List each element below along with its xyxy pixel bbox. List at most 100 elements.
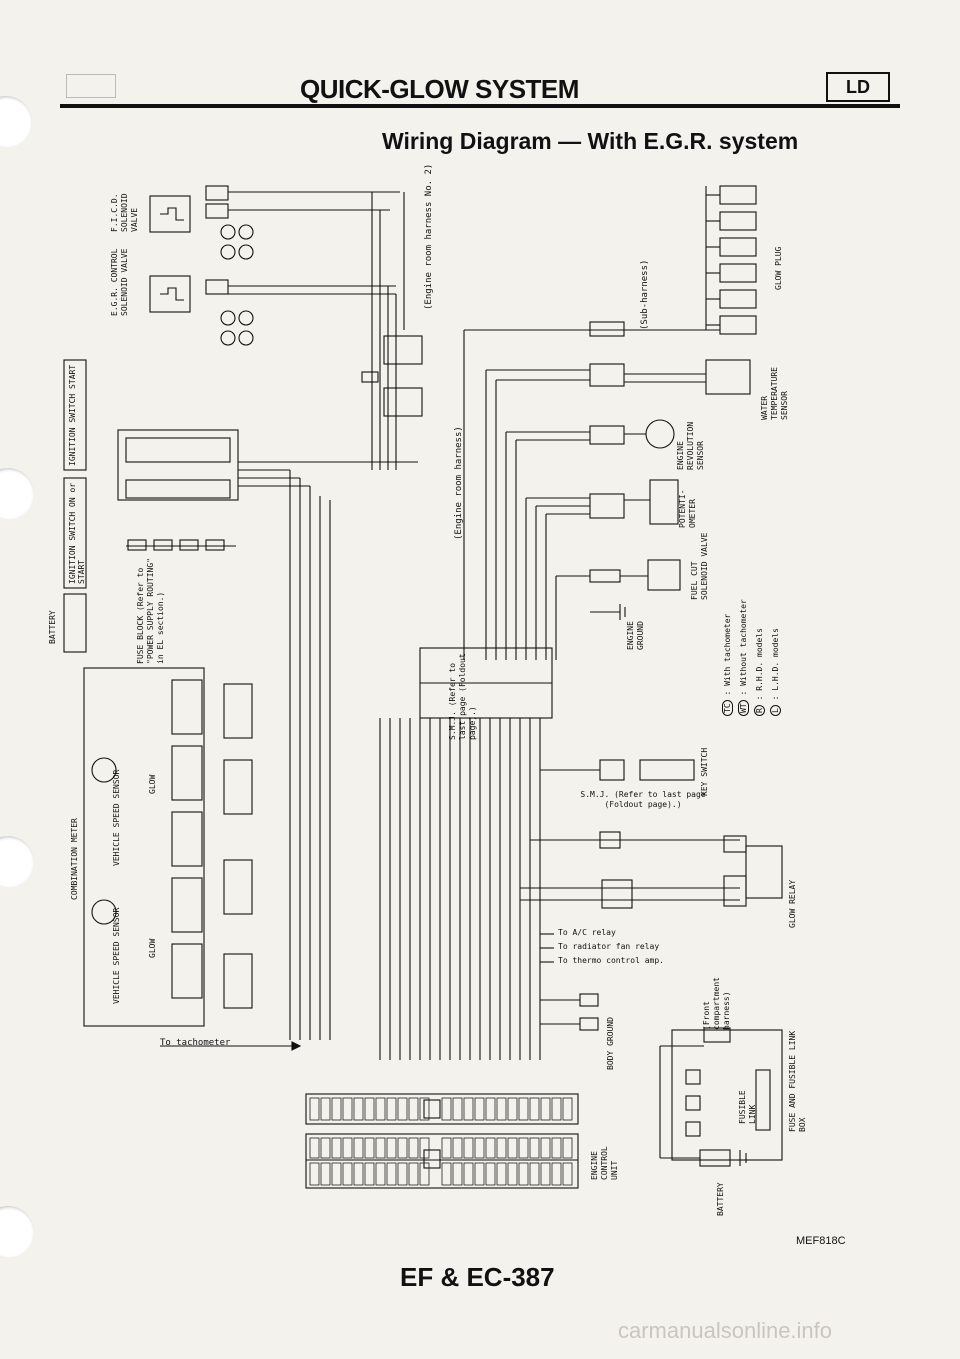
- ecu-pin-cell: [386, 1162, 397, 1186]
- legend: TC : With tachometer WT : Without tachom…: [720, 599, 784, 716]
- label-engine-room: (Engine room harness): [454, 426, 464, 540]
- ecu-pin-cell: [551, 1162, 562, 1186]
- ecu-pin-cell: [529, 1162, 540, 1186]
- ecu-pin-cell: [441, 1097, 452, 1121]
- label-to-thermo-amp: To thermo control amp.: [558, 956, 664, 965]
- page-title: QUICK-GLOW SYSTEM: [300, 74, 579, 104]
- section-badge: LD: [826, 72, 890, 102]
- ecu-pin-cell: [540, 1137, 551, 1159]
- label-vss-left: VEHICLE SPEED SENSOR: [112, 907, 121, 1004]
- label-to-ac-relay: To A/C relay: [558, 928, 616, 937]
- ecu-pin-cell: [320, 1162, 331, 1186]
- label-battery: BATTERY: [48, 610, 57, 644]
- page-number: EF & EC-387: [400, 1262, 555, 1292]
- ecu-pin-cell: [496, 1162, 507, 1186]
- ecu-pin-cell: [496, 1097, 507, 1121]
- ecu-pin-cell: [408, 1097, 419, 1121]
- label-combination-meter: COMBINATION METER: [70, 818, 79, 900]
- ecu-pin-cell: [364, 1162, 375, 1186]
- ecu-pin-cell: [474, 1097, 485, 1121]
- label-egr-valve: E.G.R. CONTROL SOLENOID VALVE: [110, 248, 129, 316]
- label-engine-room-2: (Engine room harness No. 2): [424, 163, 434, 310]
- ficd-valve-symbol: [149, 195, 191, 233]
- ecu-pin-cell: [452, 1137, 463, 1159]
- watermark-text: carmanualsonline.info: [618, 1318, 833, 1343]
- label-to-radiator-relay: To radiator fan relay: [558, 942, 660, 951]
- ecu-pin-cell: [441, 1137, 452, 1159]
- egr-valve-symbol: [149, 275, 191, 313]
- ecu-pin-cell: [353, 1097, 364, 1121]
- ecu-pin-cell: [397, 1162, 408, 1186]
- ecu-pin-cell: [342, 1097, 353, 1121]
- ecu-pin-cell: [342, 1162, 353, 1186]
- battery-box: [63, 593, 87, 653]
- ecu-pin-cell: [364, 1097, 375, 1121]
- ecu-pin-cell: [485, 1137, 496, 1159]
- connector-E116: [383, 387, 423, 417]
- label-engine-ground: ENGINE GROUND: [626, 621, 645, 650]
- ecu-pin-cell: [474, 1162, 485, 1186]
- ecu-pin-cell: [562, 1162, 573, 1186]
- ecu-pin-cell: [331, 1097, 342, 1121]
- faded-tab-box: [66, 74, 116, 98]
- label-vss-right: VEHICLE SPEED SENSOR: [112, 769, 121, 866]
- ecu-pin-cell: [463, 1097, 474, 1121]
- ecu-pin-cell: [353, 1137, 364, 1159]
- label-engine-rev: ENGINE REVOLUTION SENSOR: [676, 421, 705, 470]
- ecu-pin-cell: [419, 1097, 430, 1121]
- ecu-pin-cell: [562, 1137, 573, 1159]
- label-ficd-valve: F.I.C.D. SOLENOID VALVE: [110, 193, 139, 232]
- ignition-switch-on-box: [63, 477, 87, 589]
- ecu-pin-cell: [540, 1097, 551, 1121]
- ecu-pin-cell: [551, 1097, 562, 1121]
- label-key-switch: KEY SWITCH: [700, 747, 709, 796]
- ecu-pin-cell: [375, 1137, 386, 1159]
- label-fuse-block: FUSE BLOCK (Refer to "POWER SUPPLY ROUTI…: [136, 558, 165, 664]
- ecu-pin-cell: [331, 1162, 342, 1186]
- label-fuel-cut: FUEL CUT SOLENOID VALVE: [690, 532, 709, 600]
- label-ecu: ENGINE CONTROL UNIT: [590, 1146, 619, 1180]
- label-glow-left: GLOW: [148, 938, 157, 958]
- ecu-pin-cell: [375, 1162, 386, 1186]
- legend-item: L : L.H.D. models: [768, 599, 784, 716]
- connector-E117: [383, 335, 423, 365]
- ecu-pin-cell: [540, 1162, 551, 1186]
- ecu-connector-bottom: [305, 1133, 579, 1189]
- ecu-pin-cell: [397, 1097, 408, 1121]
- ecu-pin-cell: [397, 1137, 408, 1159]
- ecu-pin-cell: [375, 1097, 386, 1121]
- label-smj-2: S.M.J. (Refer to last page (Foldout page…: [580, 790, 706, 809]
- fuse-link-box: [671, 1029, 783, 1161]
- ecu-pin-cell: [408, 1162, 419, 1186]
- ecu-pin-cell: [331, 1137, 342, 1159]
- ecu-pin-cell: [562, 1097, 573, 1121]
- ecu-pin-cell: [342, 1137, 353, 1159]
- label-potentiometer: POTENTI- OMETER: [678, 489, 697, 528]
- ecu-pin-cell: [320, 1137, 331, 1159]
- ecu-pin-cell: [485, 1162, 496, 1186]
- glow-relay-symbol: [745, 845, 783, 899]
- label-battery-bottom: BATTERY: [716, 1182, 725, 1216]
- label-glow-plug: GLOW PLUG: [774, 246, 783, 290]
- legend-item: R : R.H.D. models: [752, 599, 768, 716]
- ecu-pin-cell: [441, 1162, 452, 1186]
- label-ignition-start: IGNITION SWITCH START: [68, 364, 77, 466]
- diagram-title: Wiring Diagram — With E.G.R. system: [382, 128, 799, 154]
- ecu-pin-cell: [507, 1137, 518, 1159]
- ecu-pin-cell: [463, 1162, 474, 1186]
- label-to-tachometer: To tachometer: [160, 1038, 231, 1048]
- ecu-pin-cell: [518, 1162, 529, 1186]
- label-sub-harness: (Sub-harness): [640, 259, 650, 330]
- legend-item: TC : With tachometer: [720, 599, 736, 716]
- ecu-pin-cell: [529, 1137, 540, 1159]
- ecu-pin-cell: [386, 1137, 397, 1159]
- ecu-pin-cell: [474, 1137, 485, 1159]
- ecu-pin-cell: [518, 1097, 529, 1121]
- ecu-pin-cell: [309, 1097, 320, 1121]
- ecu-pin-cell: [320, 1097, 331, 1121]
- ecu-pin-cell: [364, 1137, 375, 1159]
- label-glow-relay: GLOW RELAY: [788, 879, 797, 928]
- figure-code: MEF818C: [796, 1235, 846, 1247]
- ecu-connector-top: [305, 1093, 579, 1125]
- label-front-compartment: (Front compartment harness): [702, 977, 731, 1030]
